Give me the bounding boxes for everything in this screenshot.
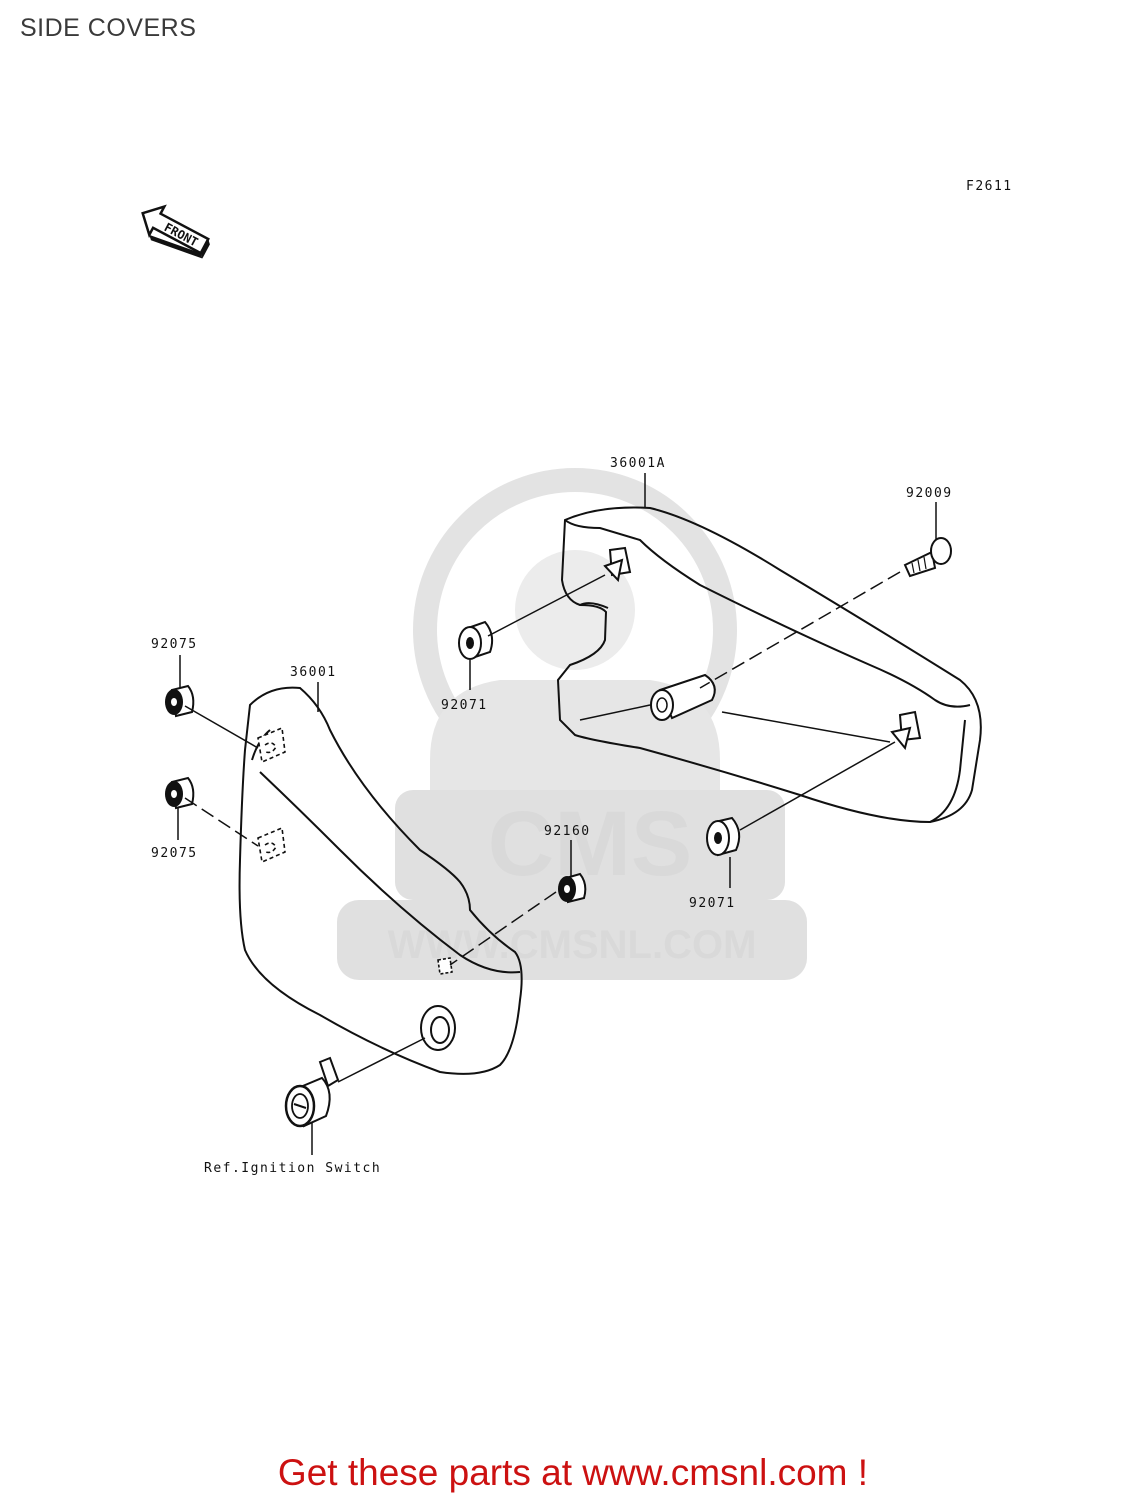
cover-left-pin [437,957,453,975]
cover-right-boss [650,673,716,721]
label-leaders [177,473,937,1155]
label-92160: 92160 [544,824,591,839]
figure-code: F2611 [966,179,1013,194]
label-92075-top: 92075 [151,637,198,652]
cover-right-pin-upper [603,546,632,583]
footer-banner: Get these parts at www.cmsnl.com ! [0,1452,1146,1494]
grommet-92071-lower-icon [706,816,741,857]
label-36001A: 36001A [610,456,666,471]
bolt-92009-icon [903,537,952,578]
label-92009: 92009 [906,486,953,501]
cover-left-rubber-mount-lower [257,826,286,864]
cover-right-pin-lower [890,710,922,751]
label-92071-upper: 92071 [441,698,488,713]
cover-left-lock-hole [420,1005,456,1051]
grommet-92071-upper-icon [458,620,494,660]
grommet-92160-icon [558,872,587,904]
watermark: CMS WWW.CMSNL.COM [337,468,807,980]
label-ignition-ref: Ref.Ignition Switch [204,1161,381,1176]
label-36001: 36001 [290,665,337,680]
page-title: SIDE COVERS [20,14,197,42]
footer-shop-link[interactable]: Get these parts at www.cmsnl.com ! [277,1452,869,1493]
watermark-logo: CMS [488,793,692,895]
assembly-lines [184,571,901,1083]
side-cover-right [556,506,982,824]
damper-92075-bottom-icon [165,776,195,810]
ignition-lock-icon [284,1056,340,1128]
cover-left-rubber-mount-upper [257,726,286,764]
front-arrow-icon: FRONT [141,204,210,259]
label-92075-bottom: 92075 [151,846,198,861]
label-92071-lower: 92071 [689,896,736,911]
damper-92075-top-icon [165,684,195,718]
